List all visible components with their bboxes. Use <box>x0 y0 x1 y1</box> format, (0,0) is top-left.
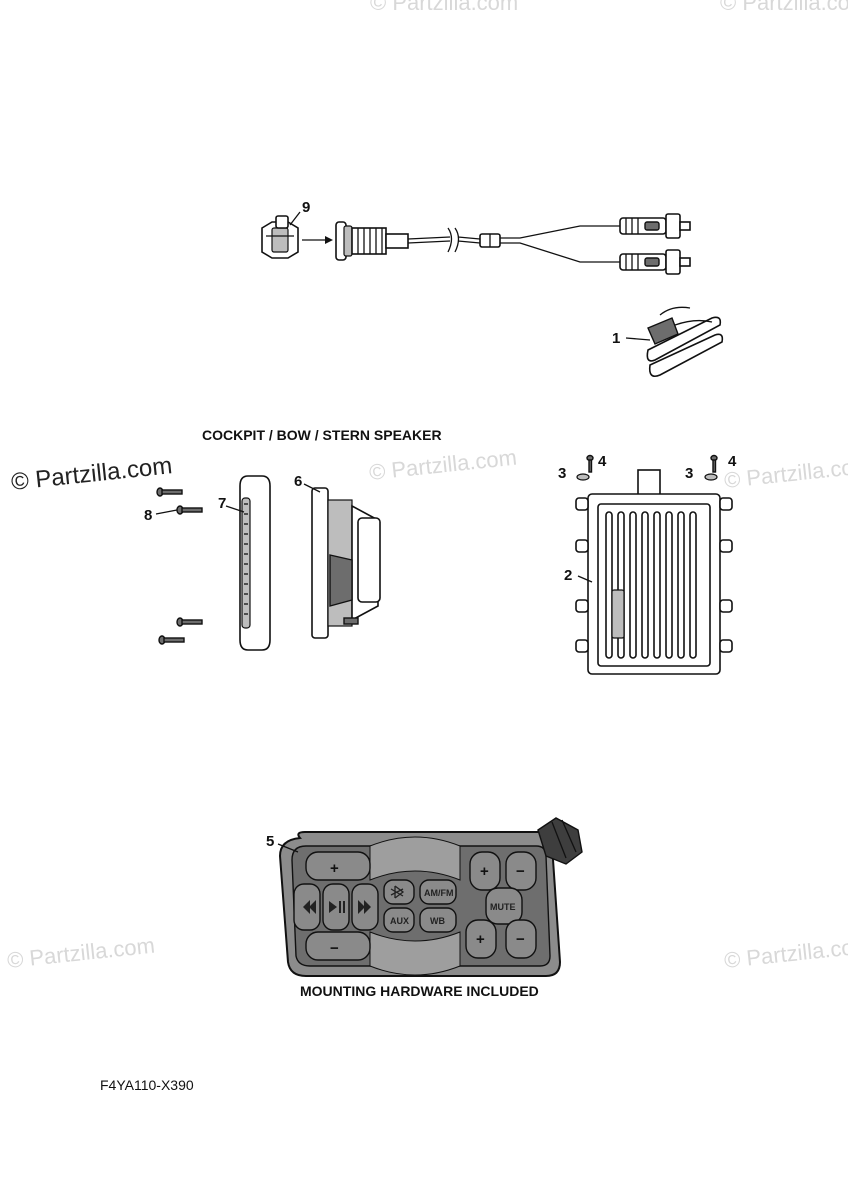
figure-code: F4YA110-X390 <box>100 1077 194 1093</box>
callout-8: 8 <box>144 507 152 524</box>
watermark: © Partzilla.com <box>370 0 518 15</box>
bluetooth-button[interactable] <box>383 879 415 905</box>
watermark: © Partzilla.com <box>368 445 518 485</box>
am-fm-button[interactable] <box>419 879 457 905</box>
mute-label: MUTE <box>490 902 516 912</box>
minus-label-left: − <box>330 940 339 957</box>
callout-1: 1 <box>612 330 620 347</box>
callout-4b: 4 <box>728 453 737 470</box>
callout-4a: 4 <box>598 453 607 470</box>
watermarks: © Partzilla.com © Partzilla.com © Partzi… <box>6 0 848 973</box>
hardware-heading: MOUNTING HARDWARE INCLUDED <box>300 983 539 999</box>
watermark: © Partzilla.com <box>723 933 848 973</box>
minus-button-left[interactable] <box>305 931 371 961</box>
rewind-icon <box>303 900 316 914</box>
plus-button-left[interactable] <box>305 851 371 881</box>
mute-button[interactable] <box>485 887 523 925</box>
speaker-heading: COCKPIT / BOW / STERN SPEAKER <box>202 427 442 443</box>
jack-body <box>335 221 409 261</box>
washer-left <box>576 473 590 481</box>
callout-3a: 3 <box>558 465 566 482</box>
harness: 1 <box>612 306 724 378</box>
vent-slots <box>605 511 697 659</box>
callout-2: 2 <box>564 567 572 584</box>
screw <box>176 617 203 627</box>
aux-button[interactable] <box>383 907 415 933</box>
callout-7: 7 <box>218 495 226 512</box>
rca-plug-upper <box>619 213 691 239</box>
screw <box>158 635 185 645</box>
watermark-main: © Partzilla.com <box>10 452 174 496</box>
aux-cable-assembly: 9 <box>261 199 691 275</box>
vol-minus-button-1[interactable] <box>505 851 537 891</box>
wb-label: WB <box>430 916 445 926</box>
bluetooth-icon <box>390 885 405 899</box>
wb-button[interactable] <box>419 907 457 933</box>
aux-label: AUX <box>390 916 409 926</box>
vol-minus-button-2[interactable] <box>505 919 537 959</box>
vol-minus-label-2: − <box>516 931 525 948</box>
screw <box>156 487 183 497</box>
callout-6: 6 <box>294 473 302 490</box>
callout-5: 5 <box>266 833 274 850</box>
screws: 8 <box>144 487 203 645</box>
vol-plus-label-2: + <box>476 931 485 948</box>
watermark: © Partzilla.com <box>6 933 156 973</box>
vol-plus-label-1: + <box>480 863 489 880</box>
bolt-right <box>710 454 718 473</box>
fast-forward-icon <box>358 900 371 914</box>
remote-connector <box>537 817 583 865</box>
watermark: © Partzilla.com <box>720 0 848 15</box>
screw <box>176 505 203 515</box>
speaker-grille: 7 <box>218 475 271 651</box>
play-pause-icon <box>329 901 345 913</box>
bolt-left <box>586 454 594 473</box>
am-fm-label: AM/FM <box>424 888 454 898</box>
vol-plus-button-1[interactable] <box>469 851 501 891</box>
washer-right <box>704 473 718 481</box>
jack-cap <box>261 215 299 259</box>
vol-plus-button-2[interactable] <box>465 919 497 959</box>
callout-3b: 3 <box>685 465 693 482</box>
amplifier: 2 3 4 3 4 <box>558 453 737 675</box>
plus-label-left: + <box>330 860 339 877</box>
speaker: 6 <box>294 473 381 639</box>
rca-plug-lower <box>619 249 691 275</box>
vol-minus-label-1: − <box>516 863 525 880</box>
watermark: © Partzilla.com <box>723 453 848 493</box>
remote-control: + − AM/FM AUX WB + − MUTE + − 5 <box>266 817 583 977</box>
callout-9: 9 <box>302 199 310 216</box>
